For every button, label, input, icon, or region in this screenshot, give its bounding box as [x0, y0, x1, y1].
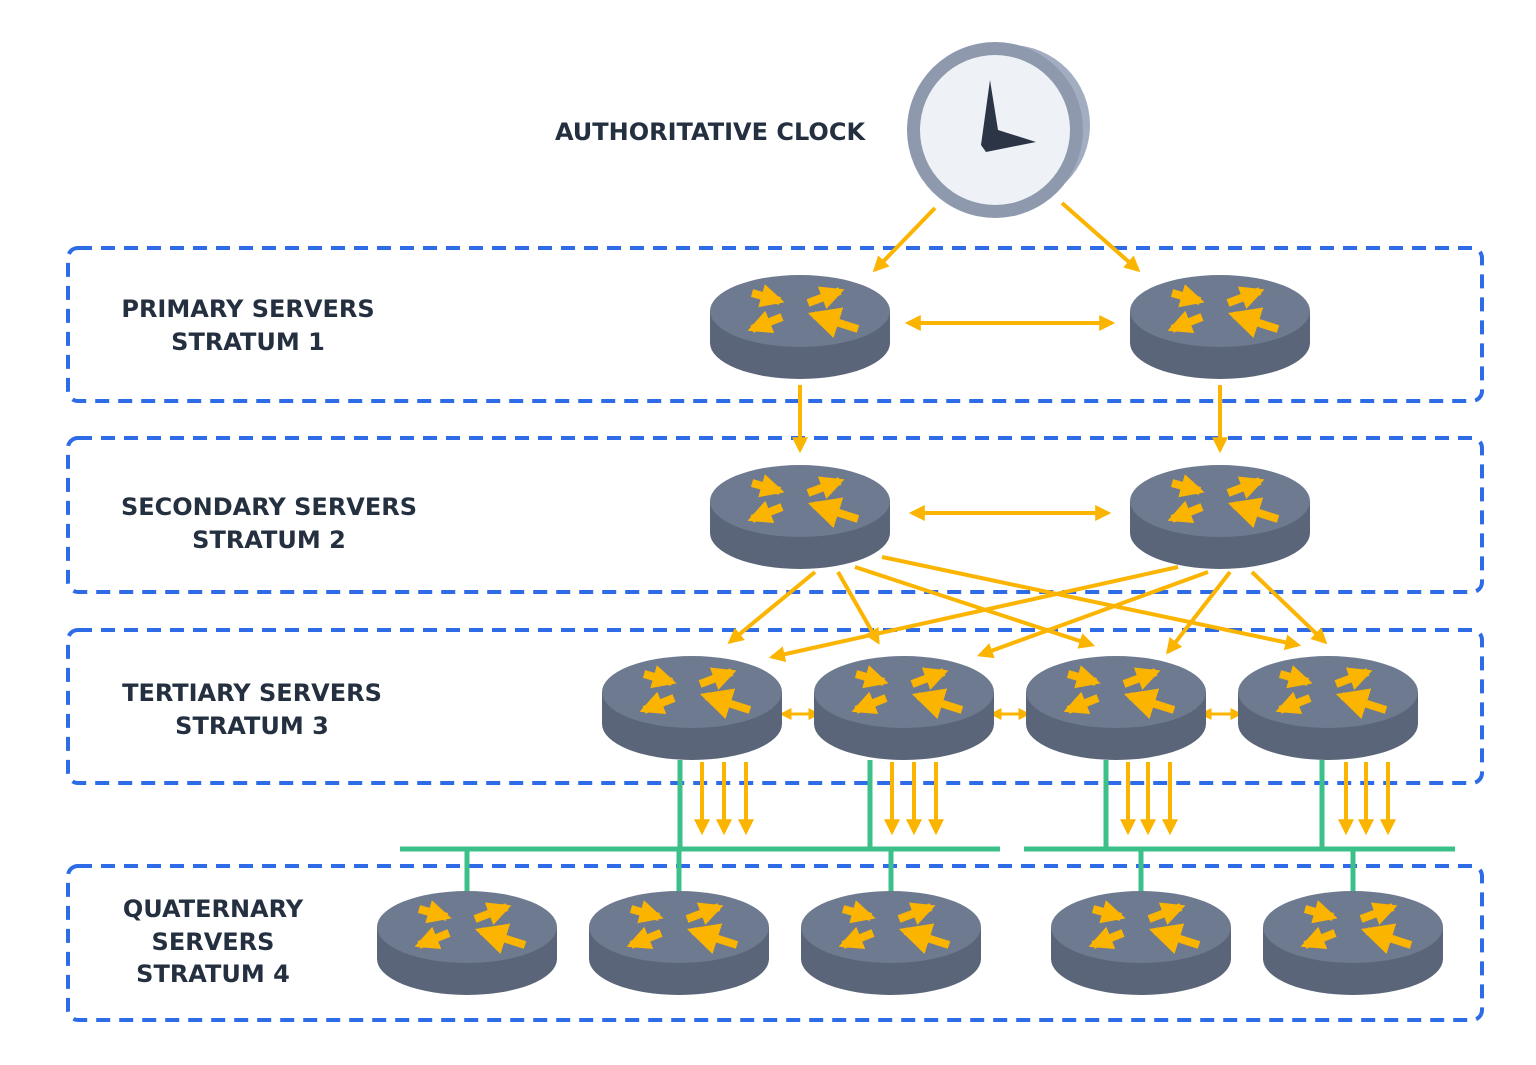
stratum-4-server-router-icon [1263, 891, 1443, 995]
stratum-3-box [66, 628, 1484, 785]
stratum-4-box [66, 864, 1484, 1022]
authoritative-clock-label: AUTHORITATIVE CLOCK [555, 118, 867, 146]
stratum-4-label-line2: SERVERS [152, 928, 275, 956]
clock-icon [907, 42, 1090, 218]
stratum-4-server-router-icon [589, 891, 769, 995]
stratum-4-server-router-icon [801, 891, 981, 995]
broadcast-arrows [694, 762, 1396, 836]
network-bus [400, 760, 1455, 892]
stratum-3-server-router-icon [814, 656, 994, 760]
stratum-2-label-line1: SECONDARY SERVERS [121, 493, 417, 521]
stratum-3-label-line2: STRATUM 3 [175, 712, 329, 740]
stratum-3-server-router-icon [602, 656, 782, 760]
stratum-4-server-router-icon [377, 891, 557, 995]
stratum-4-server-router-icon [1051, 891, 1231, 995]
stratum-1-label-line1: PRIMARY SERVERS [121, 295, 374, 323]
stratum-2-box [66, 436, 1484, 594]
stratum-2-server-router-icon [710, 465, 890, 569]
stratum-4-label-line3: STRATUM 4 [136, 960, 290, 988]
stratum-1-box [66, 246, 1484, 403]
sync-arrows [727, 201, 1328, 720]
stratum-3-server-router-icon [1238, 656, 1418, 760]
stratum-2-server-router-icon [1130, 465, 1310, 569]
stratum-1-server-router-icon [710, 275, 890, 379]
stratum-3-server-router-icon [1026, 656, 1206, 760]
stratum-3-label-line1: TERTIARY SERVERS [122, 679, 382, 707]
stratum-4-label-line1: QUATERNARY [123, 895, 304, 923]
stratum-1-label-line2: STRATUM 1 [171, 328, 325, 356]
stratum-1-server-router-icon [1130, 275, 1310, 379]
stratum-2-label-line2: STRATUM 2 [192, 526, 346, 554]
